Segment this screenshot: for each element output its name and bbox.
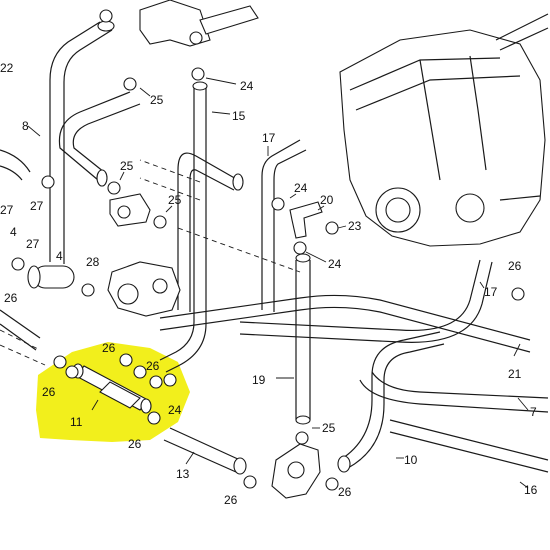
callout-8: 8 <box>22 119 29 133</box>
hose-clamps <box>11 9 525 491</box>
callout-25: 25 <box>120 159 134 173</box>
callout-26: 26 <box>128 437 142 451</box>
callout-24: 24 <box>294 181 308 195</box>
callout-7: 7 <box>530 405 537 419</box>
callout-13: 13 <box>176 467 190 481</box>
hose-16-21-7 <box>159 259 549 473</box>
fitting-20 <box>289 201 323 239</box>
callout-leaders <box>27 77 529 489</box>
hose-10 <box>337 331 445 473</box>
callout-4: 4 <box>10 225 17 239</box>
callout-10: 10 <box>404 453 418 467</box>
callout-17: 17 <box>262 131 276 145</box>
callout-26: 26 <box>146 359 160 373</box>
callout-27: 27 <box>30 199 44 213</box>
callout-24: 24 <box>168 403 182 417</box>
fitting-lower-19 <box>271 443 321 499</box>
callout-24: 24 <box>328 257 342 271</box>
callout-26: 26 <box>102 341 116 355</box>
callout-labels: 22 25 24 15 17 8 25 27 25 24 20 23 27 4 … <box>0 61 538 507</box>
hose-22 <box>49 20 115 264</box>
part-11-tube <box>72 363 152 414</box>
callout-25: 25 <box>168 193 182 207</box>
callout-26: 26 <box>4 291 18 305</box>
thermostat-housing <box>109 193 151 227</box>
hose-15 <box>159 81 208 373</box>
callout-26: 26 <box>224 493 238 507</box>
callout-22: 22 <box>0 61 14 75</box>
callout-11: 11 <box>70 415 83 429</box>
engine-block <box>339 13 549 247</box>
manifold-assembly <box>139 0 259 47</box>
callout-26: 26 <box>508 259 522 273</box>
callout-19: 19 <box>252 373 266 387</box>
hose-19 <box>295 253 311 425</box>
callout-20: 20 <box>320 193 334 207</box>
hose-4 <box>0 149 75 351</box>
callout-16: 16 <box>524 483 538 497</box>
callout-26: 26 <box>42 385 56 399</box>
callout-17: 17 <box>484 285 498 299</box>
callout-25: 25 <box>322 421 336 435</box>
callout-23: 23 <box>348 219 362 233</box>
callout-27: 27 <box>0 203 14 217</box>
water-pump <box>107 261 181 317</box>
callout-15: 15 <box>232 109 246 123</box>
callout-27: 27 <box>26 237 40 251</box>
callout-21: 21 <box>508 367 522 381</box>
hose-17 <box>177 139 307 312</box>
callout-24: 24 <box>240 79 254 93</box>
callout-28: 28 <box>86 255 100 269</box>
callout-26: 26 <box>338 485 352 499</box>
hose-13 <box>163 427 247 475</box>
hose-8 <box>58 91 141 187</box>
callout-4: 4 <box>56 249 63 263</box>
callout-25: 25 <box>150 93 164 107</box>
